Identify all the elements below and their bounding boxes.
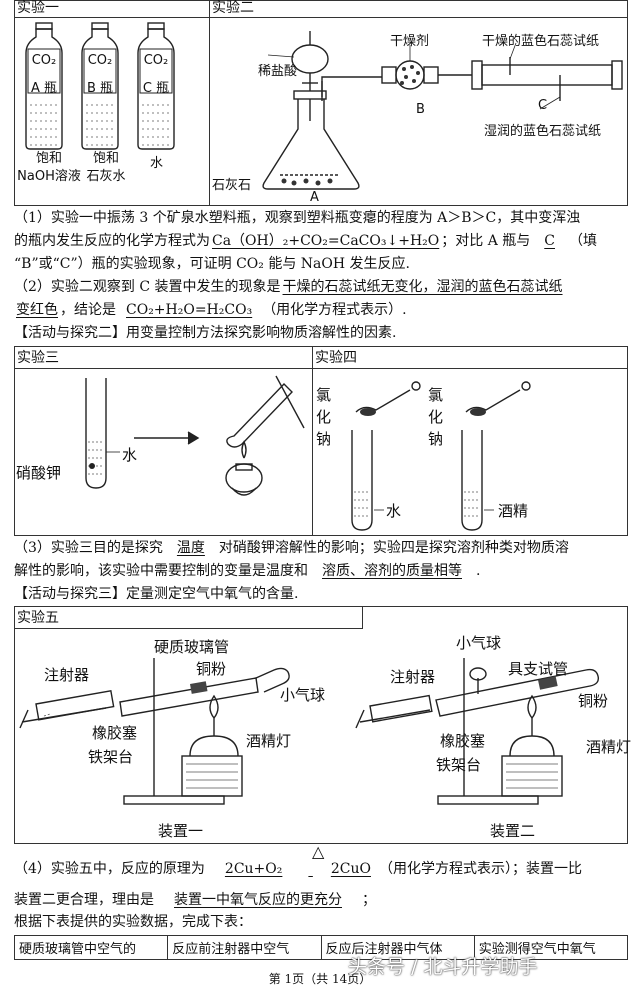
label-lamp-2: 酒精灯 [586,738,632,756]
label-water-exp4: 水 [386,502,402,520]
bottle-a-gas: CO₂ [31,53,57,68]
caption-device-one: 装置一 [158,822,204,840]
bottle-a-name: A 瓶 [30,81,58,96]
exp3-header: 实验三 [17,350,59,366]
label-copper-2: 铜粉 [578,692,609,710]
bottle-b-gas: CO₂ [87,53,113,68]
co2-apparatus-illustration [262,31,623,190]
label-stopper-1: 橡胶塞 [92,724,138,742]
table1-divider [209,0,210,206]
dissolving-illustration [85,375,305,496]
page-footer: 第 1页（共 14页） [268,972,372,986]
exp2-header: 实验二 [212,0,254,16]
activity3-heading: 【活动与探究三】定量测定空气中氧气的含量. [14,586,299,602]
table-row: 硬质玻璃管中空气的 反应前注射器中空气 反应后注射器中气体 实验测得空气中氧气 [13,935,629,960]
table2-header-line [14,368,628,369]
bottle-b-content: 饱和 石灰水 [86,151,126,184]
exp5-header: 实验五 [17,610,59,626]
bottle-c-content: 水 [150,156,164,171]
bottle-c-gas: CO₂ [143,53,169,68]
table1-header-line [14,17,628,18]
label-stand-2: 铁架台 [436,756,482,774]
q4-answer-reactants: 2Cu+O₂ [224,861,283,877]
q3-answer-temperature: 温度 [176,540,205,556]
q3-answer-variables: 溶质、溶剂的质量相等 [322,563,462,579]
exp4-header: 实验四 [315,350,357,366]
label-c: C [538,98,548,113]
q4-answer-reason: 装置一中氧气反应的更充分 [174,892,342,908]
q4-line3: 根据下表提供的实验数据，完成下表： [14,914,252,930]
q1-answer-bottle: C [544,233,555,249]
label-lamp-1: 酒精灯 [246,732,292,750]
table-header-cell: 实验测得空气中氧气 [473,935,629,960]
caption-device-two: 装置二 [490,822,536,840]
table3-header-line [14,628,363,629]
heat-triangle: △ [312,842,325,861]
q1-line3: “B”或“C”）瓶的实验现象，可证明 CO₂ 能与 NaOH 发生反应. [14,256,410,272]
label-potassium-nitrate: 硝酸钾 [16,464,62,482]
q3-line2: 解性的影响，该实验中需要控制的变量是温度和溶质、溶剂的质量相等. [14,563,481,579]
experiment-table-2 [14,346,628,536]
table-header-cell: 反应前注射器中空气 [167,935,322,960]
table-header-cell: 反应后注射器中气体 [320,935,475,960]
watermark: 头条号 / 北斗升学助手 [348,956,538,978]
table-header-cell: 硬质玻璃管中空气的 [13,935,169,960]
label-hard-glass-tube: 硬质玻璃管 [154,638,230,656]
device-one-illustration [19,658,290,805]
device-two-illustration [355,658,600,805]
bottle-a-content: 饱和 NaOH溶液 [17,151,81,184]
data-table: 硬质玻璃管中空气的 反应前注射器中空气 反应后注射器中气体 实验测得空气中氧气 [13,935,629,960]
q2-answer-equation: CO₂+H₂O=H₂CO₃ [126,302,253,318]
table2-divider [312,346,313,536]
q3-line1: （3）实验三目的是探究温度对硝酸钾溶解性的影响；实验四是探究溶剂种类对物质溶 [14,540,569,556]
label-nacl-1: 氯 化 钠 [316,386,332,448]
label-b: B [416,102,425,117]
label-desiccant: 干燥剂 [390,34,430,49]
label-limestone: 石灰石 [212,178,252,193]
label-alcohol: 酒精 [498,502,529,520]
bottle-b-name: B 瓶 [86,81,114,96]
experiment-table-1 [14,0,628,206]
bottles-illustration [25,22,175,150]
exp1-header: 实验一 [17,0,59,16]
q1-line1: （1）实验一中振荡 3 个矿泉水塑料瓶，观察到塑料瓶变瘪的程度为 A＞B＞C，其… [14,210,581,226]
label-stopper-2: 橡胶塞 [440,732,486,750]
experiment-table-3 [14,606,628,844]
label-syringe-1: 注射器 [44,666,90,684]
q4-answer-product: 2CuO [330,861,371,877]
activity2-heading: 【活动与探究二】用变量控制方法探究影响物质溶解性的因素. [14,325,397,341]
q1-answer-equation: Ca（OH）₂+CO₂=CaCO₃↓+H₂O [212,233,440,249]
label-water-exp3: 水 [122,446,138,464]
label-dry-paper: 干燥的蓝色石蕊试纸 [482,34,600,49]
label-a: A [310,190,319,205]
table3-header-divider [362,606,363,628]
label-nacl-2: 氯 化 钠 [428,386,444,448]
label-side-tube: 具支试管 [508,660,569,678]
q2-line1: （2）实验二观察到 C 装置中发生的现象是干燥的石蕊试纸无变化，湿润的蓝色石蕊试… [14,279,563,295]
label-copper-1: 铜粉 [196,660,227,678]
q2-answer-phenomenon: 干燥的石蕊试纸无变化，湿润的蓝色石蕊试纸 [282,279,563,295]
label-balloon-1: 小气球 [280,686,326,704]
label-acid: 稀盐酸 [258,64,298,79]
label-wet-paper: 湿润的蓝色石蕊试纸 [484,124,602,139]
solvent-illustration [351,381,531,531]
label-syringe-2: 注射器 [390,668,436,686]
label-balloon-2: 小气球 [456,634,502,652]
label-stand-1: 铁架台 [88,748,134,766]
q4-line2: 装置二更合理，理由是装置一中氧气反应的更充分； [14,892,376,908]
bottle-c-name: C 瓶 [142,81,170,96]
